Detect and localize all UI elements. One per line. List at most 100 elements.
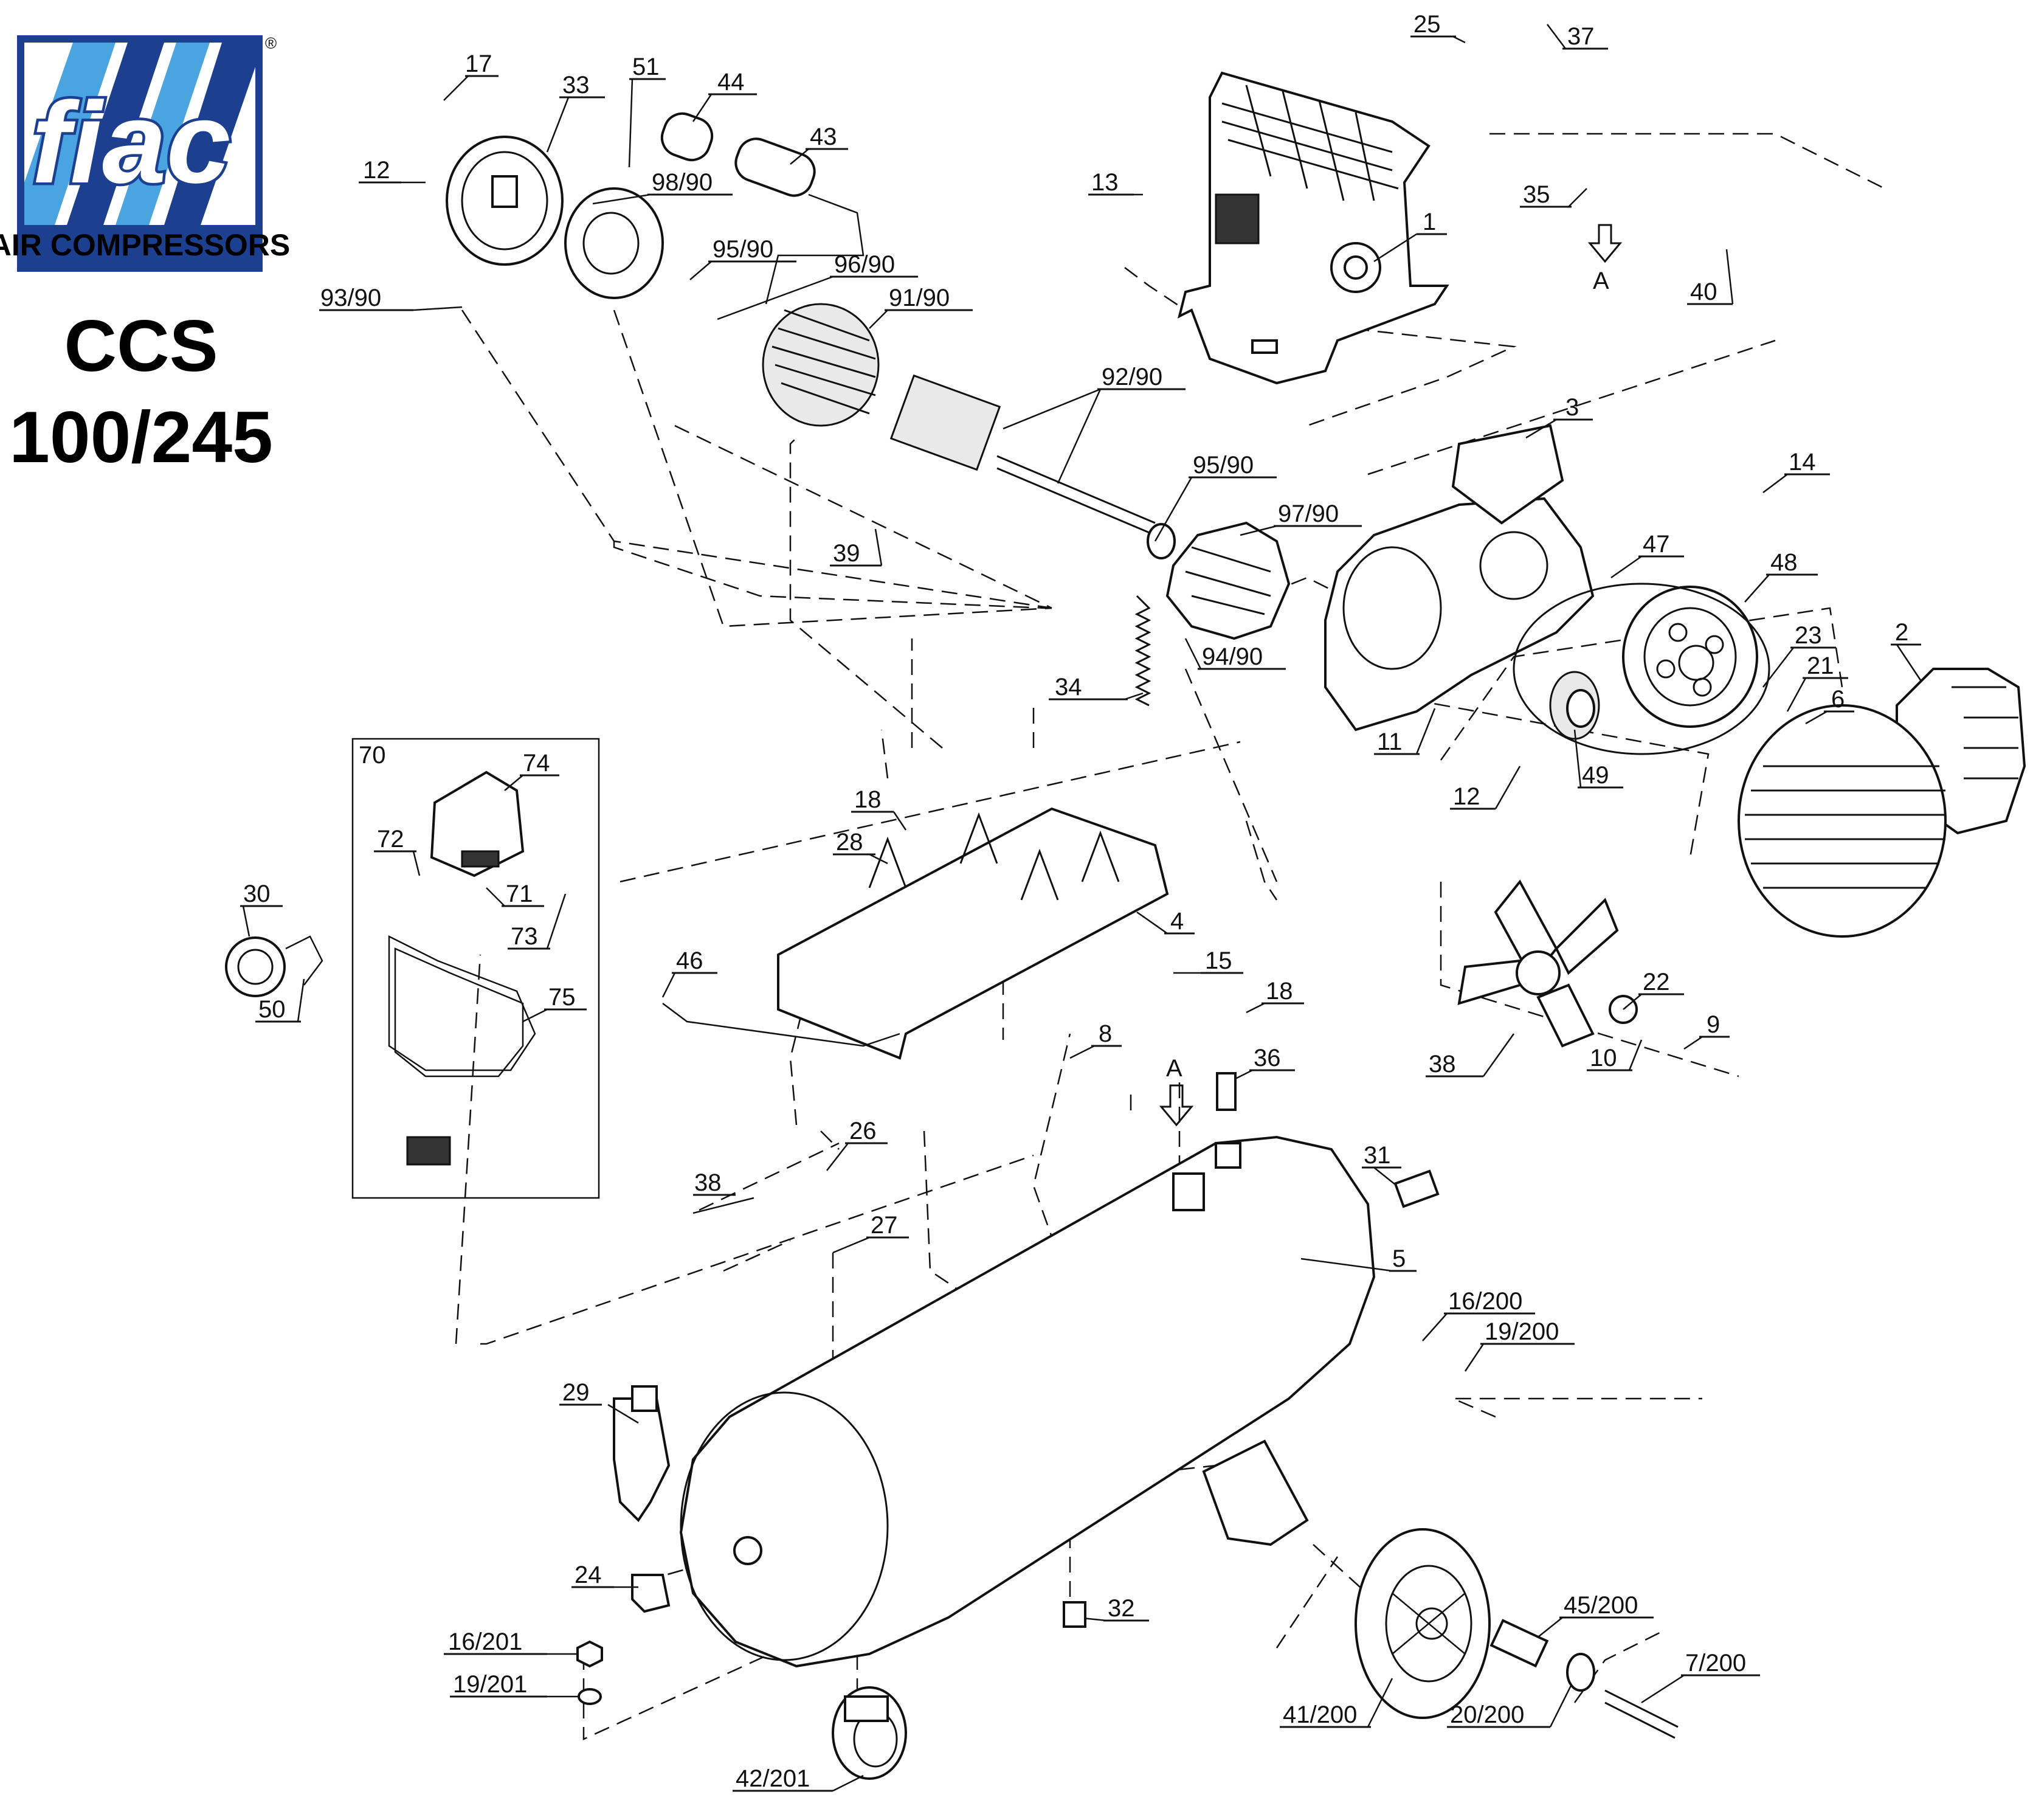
label-23: 23 — [1795, 622, 1822, 649]
logo-word: fiac — [32, 78, 230, 207]
belt-guard-outer — [1738, 668, 2026, 938]
label-38-fan: 38 — [1429, 1051, 1456, 1078]
label-75: 75 — [548, 984, 576, 1011]
label-11: 11 — [1377, 728, 1403, 755]
label-95-90-top: 95/90 — [713, 236, 773, 263]
label-35: 35 — [1523, 181, 1550, 208]
label-A-top: A — [1593, 268, 1609, 294]
label-25: 25 — [1413, 11, 1441, 38]
model-line-2: 100/245 — [9, 396, 273, 478]
fiac-logo: fiac AIR COMPRESSORS ® — [0, 34, 290, 272]
label-97-90: 97/90 — [1278, 500, 1339, 527]
label-41-200: 41/200 — [1283, 1701, 1357, 1728]
label-26: 26 — [849, 1118, 877, 1144]
label-42-201: 42/201 — [736, 1765, 810, 1792]
pulley-48 — [1513, 583, 1770, 755]
label-7-200: 7/200 — [1685, 1650, 1746, 1676]
label-74: 74 — [523, 750, 550, 777]
spring-34 — [1134, 595, 1151, 707]
label-22: 22 — [1643, 969, 1670, 995]
label-48: 48 — [1770, 549, 1798, 576]
label-51: 51 — [632, 54, 660, 80]
wheel-41 — [1355, 1528, 1491, 1719]
motor-endcap-front — [1147, 521, 1291, 640]
motor-stator — [762, 303, 1156, 536]
fan-38 — [1457, 879, 1638, 1048]
label-17: 17 — [465, 50, 492, 77]
model-line-1: CCS — [64, 305, 218, 387]
label-96-90: 96/90 — [834, 251, 895, 278]
registered-mark: ® — [265, 34, 277, 52]
label-16-201: 16/201 — [448, 1628, 522, 1655]
label-6: 6 — [1831, 686, 1845, 713]
label-36: 36 — [1254, 1045, 1281, 1071]
label-31: 31 — [1364, 1142, 1391, 1169]
label-15: 15 — [1205, 947, 1232, 974]
safety-valve-29 — [613, 1385, 671, 1613]
label-40: 40 — [1690, 279, 1717, 305]
label-94-90: 94/90 — [1202, 643, 1263, 670]
label-24: 24 — [575, 1562, 602, 1588]
label-44: 44 — [717, 69, 745, 95]
label-33: 33 — [562, 72, 590, 99]
label-37: 37 — [1567, 23, 1595, 50]
label-73: 73 — [511, 923, 538, 950]
label-2: 2 — [1895, 619, 1908, 646]
label-27: 27 — [871, 1212, 898, 1239]
pump-head — [1178, 71, 1449, 385]
label-98-90: 98/90 — [652, 169, 713, 196]
label-92-90: 92/90 — [1102, 364, 1162, 390]
label-12-top: 12 — [363, 157, 390, 184]
label-95-90-mid: 95/90 — [1193, 452, 1254, 479]
label-19-201: 19/201 — [453, 1671, 527, 1698]
label-A-mid: A — [1166, 1055, 1182, 1082]
label-16-200: 16/200 — [1448, 1288, 1522, 1315]
label-4: 4 — [1170, 908, 1184, 935]
label-12-mid: 12 — [1453, 783, 1480, 810]
label-50: 50 — [258, 996, 286, 1023]
label-19-200: 19/200 — [1485, 1318, 1559, 1345]
label-30: 30 — [243, 881, 271, 907]
label-93-90: 93/90 — [320, 285, 381, 311]
label-13: 13 — [1091, 169, 1119, 196]
label-72: 72 — [377, 826, 404, 853]
label-32: 32 — [1108, 1595, 1135, 1622]
label-45-200: 45/200 — [1564, 1592, 1638, 1619]
label-70: 70 — [359, 742, 386, 769]
label-29: 29 — [562, 1379, 590, 1406]
motor-endcap-rear — [446, 136, 664, 299]
label-21: 21 — [1807, 652, 1834, 679]
motor-pulley-49 — [1549, 671, 1600, 740]
label-39: 39 — [833, 540, 860, 567]
label-47: 47 — [1643, 531, 1670, 558]
label-1: 1 — [1423, 209, 1436, 235]
label-46: 46 — [676, 947, 703, 974]
part-labels: 17 33 51 44 43 12 98/90 95/90 96/90 — [240, 11, 1922, 1792]
assembly-lines — [455, 133, 1885, 1740]
label-34: 34 — [1055, 674, 1082, 701]
label-91-90: 91/90 — [889, 285, 950, 311]
label-5: 5 — [1392, 1245, 1406, 1272]
label-71: 71 — [506, 881, 533, 907]
label-14: 14 — [1789, 449, 1816, 476]
capacitor — [660, 112, 865, 305]
belt-guard-inner — [1324, 424, 1595, 732]
label-20-200: 20/200 — [1450, 1701, 1524, 1728]
label-38-rod: 38 — [694, 1169, 722, 1196]
base-frame-4 — [662, 807, 1169, 1060]
label-28: 28 — [836, 829, 863, 856]
label-10: 10 — [1590, 1045, 1617, 1071]
label-43: 43 — [810, 123, 837, 150]
label-8: 8 — [1099, 1020, 1112, 1047]
logo-tagline: AIR COMPRESSORS — [0, 228, 290, 262]
label-9: 9 — [1707, 1011, 1720, 1038]
pressure-switch-box — [351, 738, 600, 1199]
label-49: 49 — [1582, 762, 1609, 789]
label-3: 3 — [1565, 394, 1579, 421]
tank-5 — [679, 1135, 1376, 1668]
label-18-mid: 18 — [1266, 978, 1293, 1005]
castor-42 — [832, 1686, 907, 1780]
label-18-top: 18 — [854, 786, 882, 813]
manometer-30 — [225, 935, 323, 997]
